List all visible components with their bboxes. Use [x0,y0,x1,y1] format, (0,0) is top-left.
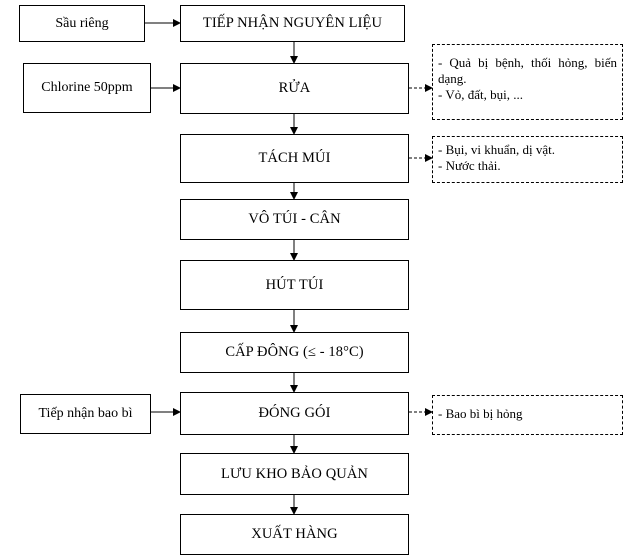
step-receiving: TIẾP NHẬN NGUYÊN LIỆU [180,5,405,42]
step-segmenting-label: TÁCH MÚI [258,150,331,166]
step-freezing: CẤP ĐÔNG (≤ - 18°C) [180,332,409,373]
step-vacuum-sealing: HÚT TÚI [180,260,409,310]
input-durian: Sầu riêng [19,5,145,42]
waste-note-washing-line: - Vỏ, đất, bụi, ... [438,87,523,102]
step-receiving-label: TIẾP NHẬN NGUYÊN LIỆU [202,15,383,31]
step-dispatch-label: XUẤT HÀNG [251,526,338,542]
waste-note-segmenting-line: - Bụi, vi khuẩn, dị vật. [438,142,555,157]
step-packing-label: ĐÓNG GÓI [258,405,331,421]
waste-note-segmenting: - Bụi, vi khuẩn, dị vật. - Nước thải. [432,136,623,183]
step-storage: LƯU KHO BẢO QUẢN [180,453,409,495]
input-chlorine: Chlorine 50ppm [23,63,151,113]
step-washing-label: RỬA [278,80,311,96]
input-packaging: Tiếp nhận bao bì [20,394,151,434]
waste-note-washing: - Quả bị bệnh, thối hỏng, biến dạng. - V… [432,44,623,120]
waste-note-segmenting-line: - Nước thải. [438,158,501,173]
step-storage-label: LƯU KHO BẢO QUẢN [221,465,368,482]
step-bagging-weighing-label: VÔ TÚI - CÂN [248,211,341,227]
step-washing: RỬA [180,63,409,114]
input-packaging-label: Tiếp nhận bao bì [38,406,133,421]
waste-note-packing: - Bao bì bị hỏng [432,395,623,435]
step-freezing-label: CẤP ĐÔNG (≤ - 18°C) [225,344,364,360]
input-durian-label: Sầu riêng [55,15,109,31]
step-dispatch: XUẤT HÀNG [180,514,409,555]
waste-note-washing-line: - Quả bị bệnh, thối hỏng, biến dạng. [438,55,617,86]
input-chlorine-label: Chlorine 50ppm [41,80,133,95]
step-segmenting: TÁCH MÚI [180,134,409,183]
step-vacuum-sealing-label: HÚT TÚI [265,276,324,293]
step-packing: ĐÓNG GÓI [180,392,409,435]
step-bagging-weighing: VÔ TÚI - CÂN [180,199,409,240]
waste-note-packing-line: - Bao bì bị hỏng [438,406,523,421]
